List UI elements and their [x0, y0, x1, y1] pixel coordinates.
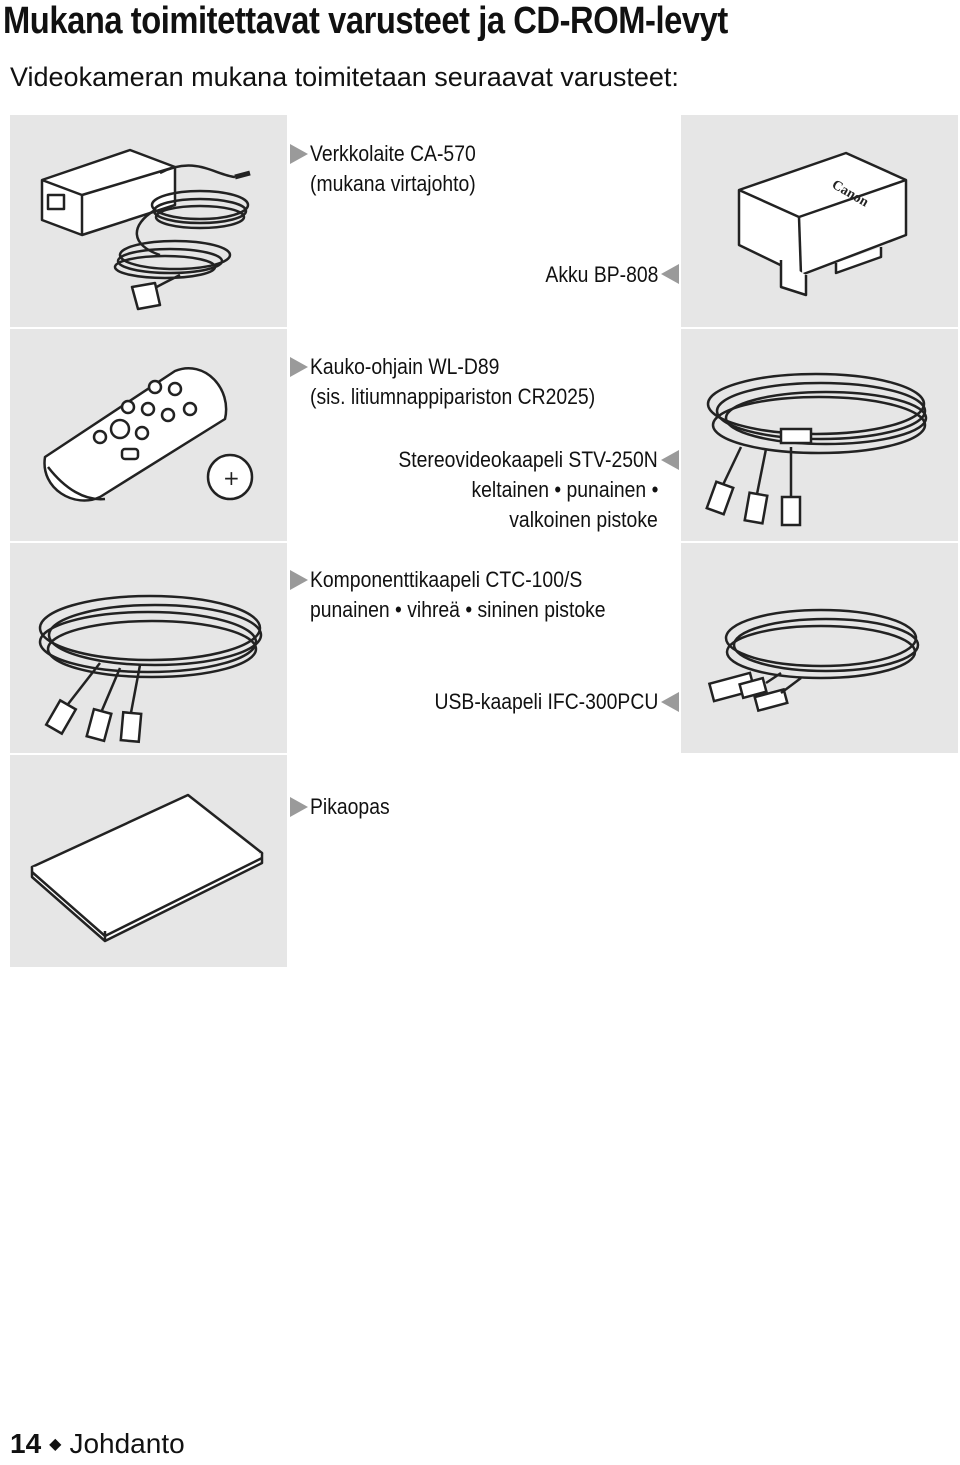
page-number: 14: [10, 1428, 42, 1459]
pointer-arrow-right: [290, 357, 308, 377]
pointer-arrow-right: [290, 570, 308, 590]
page-subtitle: Videokameran mukana toimitetaan seuraava…: [10, 62, 679, 92]
adapter-panel: [10, 115, 287, 327]
component-cable-caption: Komponenttikaapeli CTC-100/S punainen • …: [310, 567, 606, 622]
stereo-cable-caption: Stereovideokaapeli STV-250N keltainen • …: [398, 447, 658, 532]
stereo-cable-panel: [681, 329, 958, 541]
pointer-arrow-left: [661, 692, 679, 712]
remote-control-illustration: +: [43, 367, 254, 502]
power-adapter-illustration: [40, 148, 251, 311]
quick-guide-panel: [10, 755, 287, 967]
quick-guide-illustration: [30, 793, 264, 943]
quick-guide-caption: Pikaopas: [310, 794, 390, 819]
usb-cable-illustration: [707, 608, 920, 713]
section-name: Johdanto: [69, 1428, 185, 1459]
remote-panel: +: [10, 329, 287, 541]
svg-text:+: +: [223, 466, 240, 490]
page-footer: 14 ◆ Johdanto: [10, 1428, 185, 1460]
av-cable-illustration: [705, 372, 928, 527]
page-title: Mukana toimitettavat varusteet ja CD-ROM…: [3, 0, 728, 42]
pointer-arrow-left: [661, 264, 679, 284]
pointer-arrow-right: [290, 797, 308, 817]
battery-illustration: Canon: [737, 151, 908, 297]
usb-cable-panel: [681, 543, 958, 753]
footer-diamond-icon: ◆: [49, 1436, 62, 1453]
remote-caption: Kauko-ohjain WL-D89 (sis. litiumnappipar…: [310, 354, 596, 409]
pointer-arrow-right: [290, 144, 308, 164]
component-cable-panel: [10, 543, 287, 753]
battery-panel: Canon: [681, 115, 958, 327]
battery-caption: Akku BP-808: [545, 262, 658, 287]
usb-cable-caption: USB-kaapeli IFC-300PCU: [434, 689, 658, 714]
adapter-caption: Verkkolaite CA-570 (mukana virtajohto): [310, 141, 476, 196]
component-cable-illustration: [38, 594, 263, 744]
pointer-arrow-left: [661, 450, 679, 470]
